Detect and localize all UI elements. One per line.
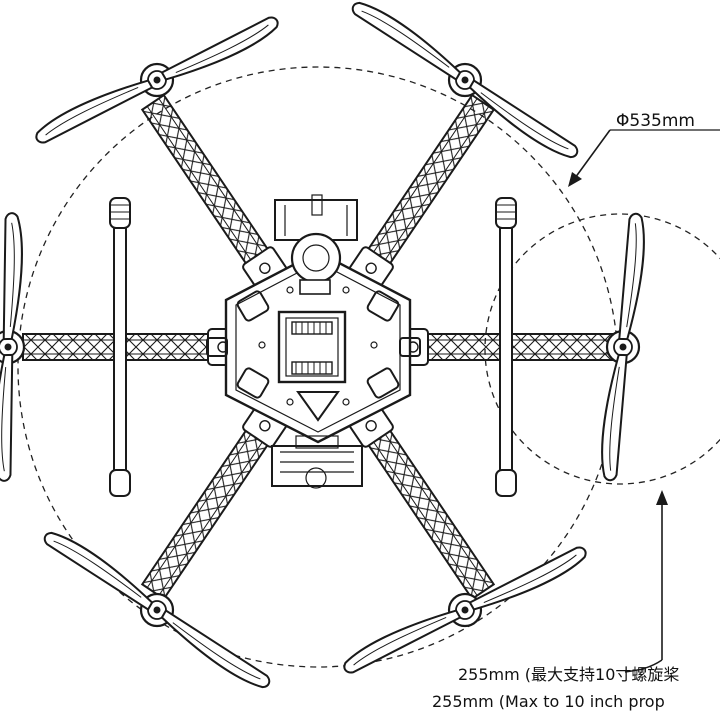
- prop-label-en: 255mm (Max to 10 inch prop: [432, 692, 665, 711]
- top-mount: [274, 194, 358, 295]
- arm-top-left: [137, 91, 290, 292]
- prop-label-cn: 255mm (最大支持10寸螺旋桨: [458, 665, 679, 684]
- arm-top-right: [346, 91, 499, 292]
- frame-diameter-leader: [568, 129, 720, 187]
- arm-left: [22, 328, 239, 366]
- flight-controller: [277, 310, 347, 384]
- frame-diameter-label: Φ535mm: [616, 111, 695, 131]
- bottom-mount: [271, 435, 363, 489]
- prop-size-leader: [624, 490, 668, 673]
- landing-leg-right: [495, 197, 517, 497]
- plate-cutouts: [206, 286, 421, 422]
- landing-leg-left: [109, 197, 131, 497]
- arm-bottom-left: [137, 402, 290, 603]
- arm-bottom-right: [346, 402, 499, 603]
